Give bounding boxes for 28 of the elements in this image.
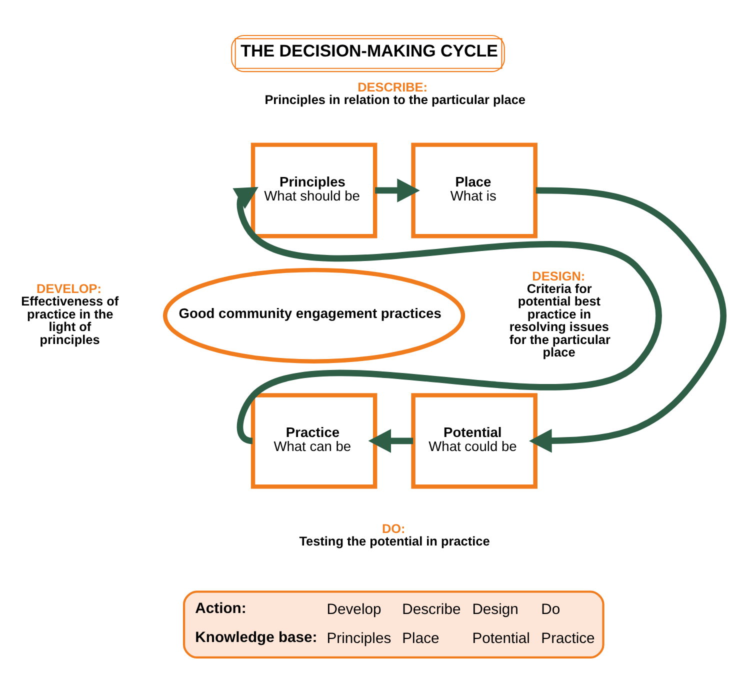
label: Testing the potential in practice <box>299 534 490 549</box>
label: Practice <box>541 630 595 647</box>
node-box: Potential What could be <box>411 393 538 489</box>
label: Do <box>541 602 560 618</box>
label: Develop <box>326 602 382 618</box>
label: DEVELOP: <box>36 280 102 296</box>
arrow <box>232 186 662 444</box>
node-box: Principles What should be <box>250 142 378 238</box>
label: Design <box>472 602 518 618</box>
label: Knowledge base: <box>195 630 318 646</box>
node-box: Place What is <box>411 142 538 238</box>
node-ellipse: Good community engagement practices <box>163 268 466 364</box>
label: DO: <box>382 520 406 536</box>
label: Principles in relation to the particular place <box>264 92 526 108</box>
label: Describe <box>402 602 461 618</box>
label: Place <box>402 630 440 647</box>
label: DESIGN: <box>532 268 586 284</box>
arrow <box>529 187 726 453</box>
label: Criteria for potential best practice in resolving issues for the particular place <box>509 280 610 360</box>
node-box: Practice What can be <box>250 393 378 489</box>
diagram-title: THE DECISION-MAKING CYCLE <box>240 42 498 61</box>
label: DESCRIBE: <box>358 79 428 94</box>
arrow <box>375 178 420 202</box>
arrow <box>368 428 414 453</box>
label: Effectiveness of practice in the light of principles <box>21 294 119 347</box>
label: Potential <box>472 630 530 647</box>
label: Action: <box>195 601 246 618</box>
label: Principles <box>326 630 392 647</box>
